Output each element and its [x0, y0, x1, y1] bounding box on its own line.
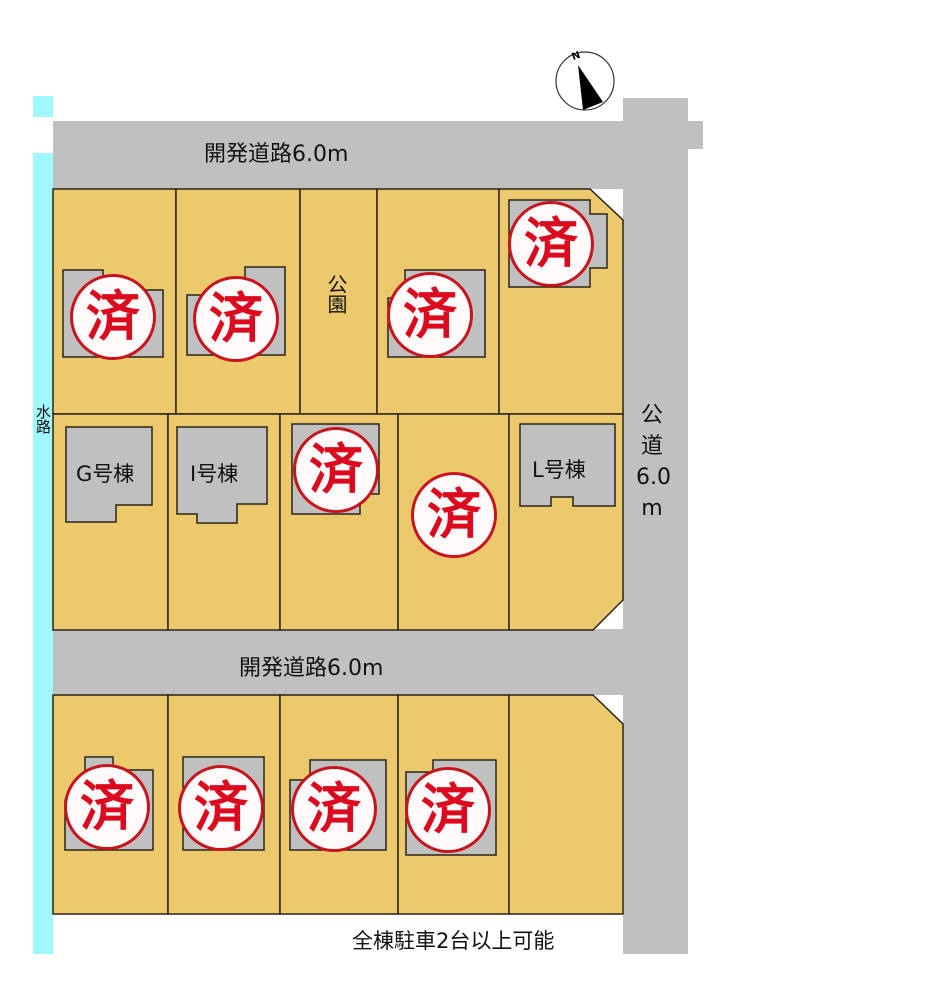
sold-mark-r3c4: 済 [405, 767, 491, 853]
top-dev-road [53, 121, 688, 189]
sold-mark-r3c3: 済 [291, 766, 377, 852]
sold-mark-r3c1: 済 [64, 764, 150, 850]
public-road-label-1: 公 [640, 403, 663, 428]
middle-road-label: 開発道路6.0m [239, 656, 384, 681]
public-road-label-3: 6.0 [636, 465, 671, 490]
sold-mark-r1c2: 済 [193, 276, 279, 362]
waterway-label: 水路 [34, 404, 52, 434]
park-label: 公園 [324, 274, 348, 314]
public-road-label-2: 道 [640, 434, 663, 459]
lot-g-label[interactable]: G号棟 [76, 462, 135, 486]
middle-dev-road [53, 629, 688, 695]
sold-mark-r1c5: 済 [508, 201, 594, 287]
compass-icon [555, 51, 615, 111]
waterway-gap [33, 117, 53, 153]
parking-footnote: 全棟駐車2台以上可能 [352, 929, 555, 953]
sold-mark-r1c1: 済 [70, 274, 156, 360]
sold-mark-r2c4: 済 [411, 472, 497, 558]
waterway [33, 96, 53, 954]
lot-i-label[interactable]: I号棟 [190, 462, 239, 486]
top-road-label: 開発道路6.0m [204, 142, 349, 167]
public-road-label-4: m [641, 496, 663, 521]
lot-l-label[interactable]: L号棟 [532, 458, 586, 482]
sold-mark-r2c3: 済 [293, 427, 379, 513]
public-road-label: 公 道 6.0 m [636, 400, 671, 524]
public-road-right [623, 121, 688, 954]
sold-mark-r3c2: 済 [178, 765, 264, 851]
sold-mark-r1c4: 済 [387, 272, 473, 358]
